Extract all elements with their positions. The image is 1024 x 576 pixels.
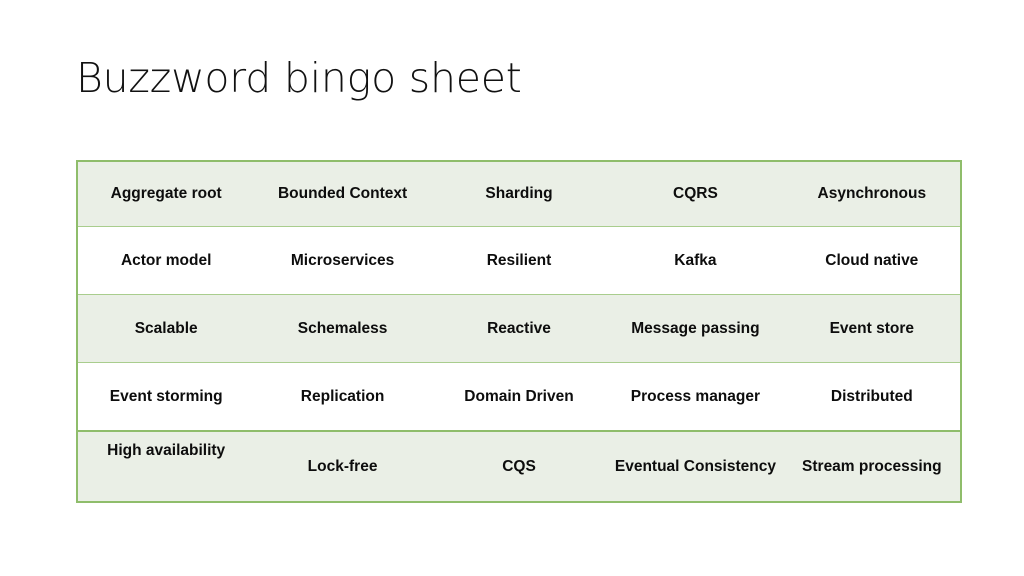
table-row: High availability Lock-free CQS Eventual… <box>77 430 961 502</box>
bingo-cell[interactable]: Kafka <box>607 226 784 295</box>
table-row: Aggregate root Bounded Context Sharding … <box>77 161 961 227</box>
bingo-cell-label: Kafka <box>674 251 717 269</box>
bingo-cell-label: Scalable <box>134 319 198 337</box>
bingo-cell[interactable]: Schemaless <box>254 294 431 363</box>
table-row: Event storming Replication Domain Driven… <box>77 362 961 431</box>
bingo-cell-label: Microservices <box>290 251 395 269</box>
bingo-cell-label: Aggregate root <box>110 185 222 203</box>
bingo-cell[interactable]: CQS <box>430 430 608 502</box>
bingo-cell-label: Process manager <box>630 387 761 405</box>
bingo-cell-label: Domain Driven <box>464 387 574 405</box>
bingo-cell-label: Resilient <box>486 251 552 269</box>
bingo-cell[interactable]: Microservices <box>254 226 431 295</box>
bingo-cell[interactable]: Distributed <box>783 362 961 431</box>
bingo-table-container: Aggregate root Bounded Context Sharding … <box>76 160 962 503</box>
bingo-cell[interactable]: Actor model <box>77 226 255 295</box>
bingo-cell[interactable]: CQRS <box>607 161 784 227</box>
bingo-cell-label: Schemaless <box>297 319 388 337</box>
table-row: Actor model Microservices Resilient Kafk… <box>77 226 961 295</box>
bingo-cell-label: CQRS <box>673 185 718 203</box>
bingo-cell[interactable]: Aggregate root <box>77 161 255 227</box>
bingo-cell[interactable]: Stream processing <box>783 430 961 502</box>
page-title: Buzzword bingo sheet <box>76 54 522 102</box>
bingo-cell[interactable]: Scalable <box>77 294 255 363</box>
bingo-cell-label: Reactive <box>487 319 551 337</box>
bingo-cell[interactable]: Reactive <box>430 294 608 363</box>
bingo-cell-label: CQS <box>502 457 536 475</box>
bingo-cell-label: Lock-free <box>307 457 378 475</box>
bingo-cell[interactable]: Process manager <box>607 362 784 431</box>
bingo-cell[interactable]: Domain Driven <box>430 362 608 431</box>
bingo-cell[interactable]: Event store <box>783 294 961 363</box>
bingo-cell[interactable]: Bounded Context <box>254 161 431 227</box>
bingo-cell[interactable]: Lock-free <box>254 430 431 502</box>
bingo-cell[interactable]: Eventual Consistency <box>607 430 784 502</box>
bingo-cell[interactable]: Resilient <box>430 226 608 295</box>
bingo-cell[interactable]: Asynchronous <box>783 161 961 227</box>
bingo-cell-label: Actor model <box>120 251 212 269</box>
bingo-cell-label: Stream processing <box>802 457 942 475</box>
bingo-table: Aggregate root Bounded Context Sharding … <box>76 160 962 503</box>
bingo-cell-label: Eventual Consistency <box>614 457 776 475</box>
bingo-cell[interactable]: Cloud native <box>783 226 961 295</box>
bingo-cell-label: Asynchronous <box>817 185 927 203</box>
bingo-cell-label: Cloud native <box>825 251 919 269</box>
bingo-cell[interactable]: Message passing <box>607 294 784 363</box>
bingo-cell[interactable]: Event storming <box>77 362 255 431</box>
bingo-cell-label: Sharding <box>485 185 553 203</box>
bingo-cell-label: Event storming <box>109 387 223 405</box>
bingo-cell-label: Replication <box>300 387 385 405</box>
bingo-cell[interactable]: High availability <box>77 430 255 502</box>
table-row: Scalable Schemaless Reactive Message pas… <box>77 294 961 363</box>
bingo-cell-label: Event store <box>829 319 915 337</box>
bingo-cell[interactable]: Sharding <box>430 161 608 227</box>
bingo-cell-label: Distributed <box>830 387 913 405</box>
bingo-cell-label: Message passing <box>631 319 760 337</box>
bingo-cell-label: Bounded Context <box>277 185 408 203</box>
bingo-cell[interactable]: Replication <box>254 362 431 431</box>
bingo-cell-label: High availability <box>107 442 226 459</box>
